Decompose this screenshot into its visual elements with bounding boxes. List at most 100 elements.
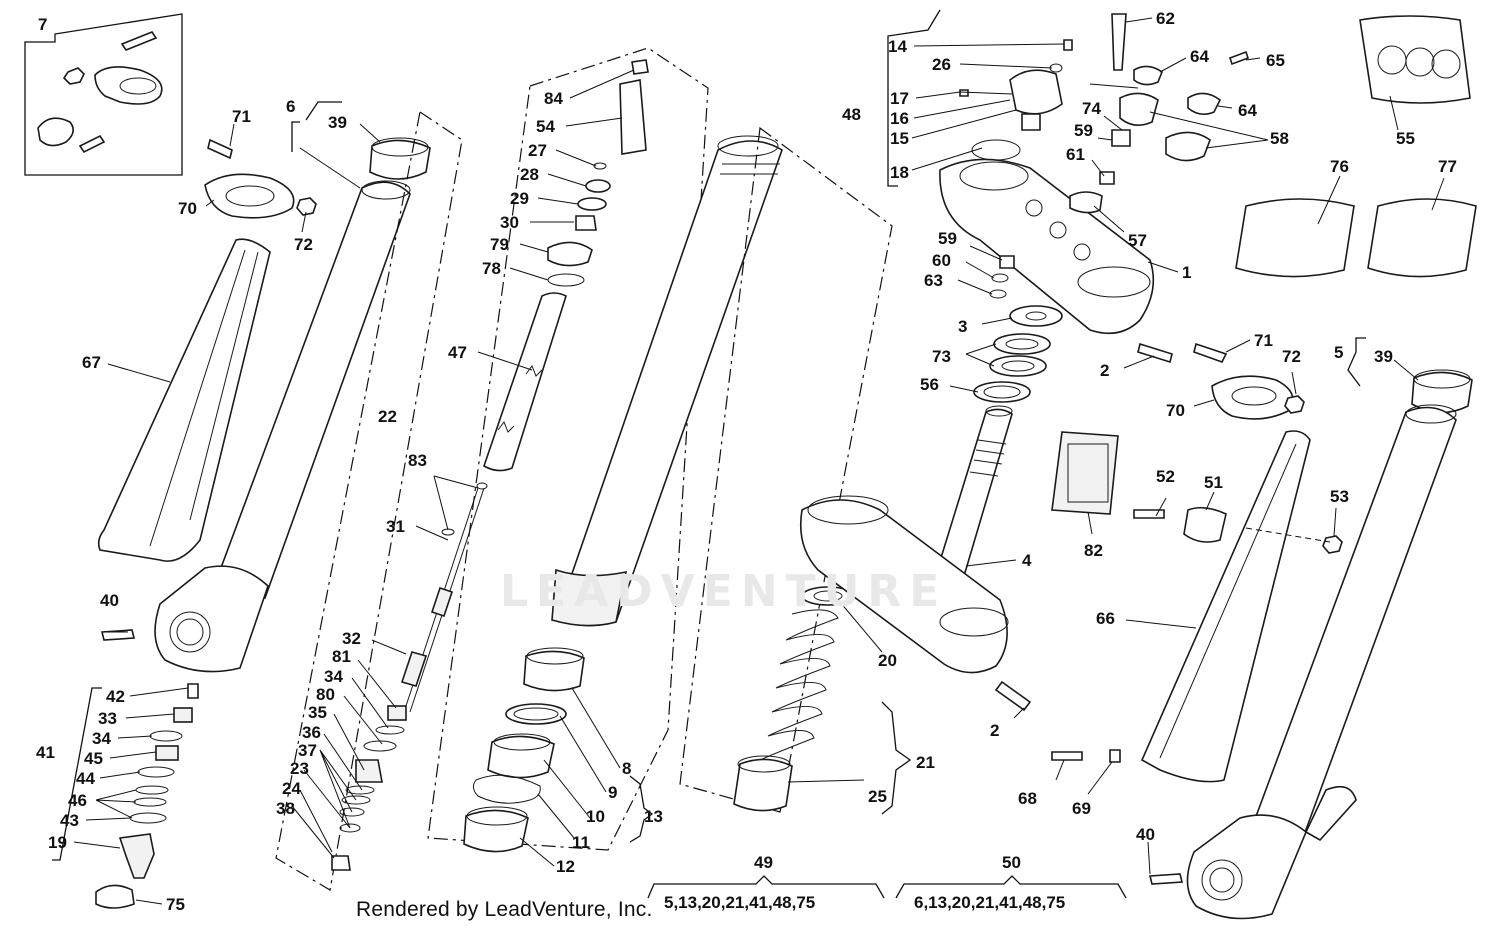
callout-14: 14 (888, 37, 907, 56)
callout-21: 21 (916, 753, 935, 772)
callout-39b: 39 (1374, 347, 1393, 366)
right-fork-parts (1051, 342, 1473, 920)
callout-59: 59 (1074, 121, 1093, 140)
callout-73: 73 (932, 347, 951, 366)
callout-19: 19 (48, 833, 67, 852)
callout-60: 60 (932, 251, 951, 270)
callout-69: 69 (1072, 799, 1091, 818)
callout-40b: 40 (1136, 825, 1155, 844)
callout-67: 67 (82, 353, 101, 372)
kit-bags (1051, 15, 1477, 515)
callout-20: 20 (878, 651, 897, 670)
callout-72: 72 (294, 235, 313, 254)
callout-80: 80 (316, 685, 335, 704)
callout-28: 28 (520, 165, 539, 184)
callout-46: 46 (68, 791, 87, 810)
callout-84: 84 (544, 89, 563, 108)
callout-47: 47 (448, 343, 467, 362)
callout-16: 16 (890, 109, 909, 128)
callout-65: 65 (1266, 51, 1285, 70)
callout-labels: 7 71 70 72 6 39 67 40 42 33 34 45 44 46 … (36, 9, 1457, 914)
callout-12: 12 (556, 857, 575, 876)
callout-27: 27 (528, 141, 547, 160)
callout-3: 3 (958, 317, 967, 336)
callout-36: 36 (302, 723, 321, 742)
callout-23: 23 (290, 759, 309, 778)
leadventure-watermark: LEADVENTURE (500, 566, 948, 617)
callout-53: 53 (1330, 487, 1349, 506)
callout-32: 32 (342, 629, 361, 648)
callout-4: 4 (1022, 551, 1032, 570)
callout-62: 62 (1156, 9, 1175, 28)
callout-58: 58 (1270, 129, 1289, 148)
callout-1: 1 (1182, 263, 1191, 282)
callout-6: 6 (286, 97, 295, 116)
callout-50: 50 (1002, 853, 1021, 872)
callout-22: 22 (378, 407, 397, 426)
callout-24: 24 (282, 779, 301, 798)
callout-63: 63 (924, 271, 943, 290)
callout-43: 43 (60, 811, 79, 830)
callout-79: 79 (490, 235, 509, 254)
callout-18: 18 (890, 163, 909, 182)
callout-2b: 2 (990, 721, 999, 740)
callout-64b: 64 (1238, 101, 1257, 120)
callout-57: 57 (1128, 231, 1147, 250)
footer-credit: Rendered by LeadVenture, Inc. (356, 898, 653, 921)
callout-33: 33 (98, 709, 117, 728)
callout-82: 82 (1084, 541, 1103, 560)
callout-70: 70 (178, 199, 197, 218)
upper-triple-clamp (887, 9, 1250, 403)
callout-2: 2 (1100, 361, 1109, 380)
callout-55: 55 (1396, 129, 1415, 148)
callout-56: 56 (920, 375, 939, 394)
callout-59b: 59 (938, 229, 957, 248)
callout-64: 64 (1190, 47, 1209, 66)
callout-26: 26 (932, 55, 951, 74)
callout-51: 51 (1204, 473, 1223, 492)
group-50-contents: 6,13,20,21,41,48,75 (914, 893, 1065, 912)
callout-49: 49 (754, 853, 773, 872)
callout-9: 9 (608, 783, 617, 802)
callout-71: 71 (232, 107, 251, 126)
callout-54: 54 (536, 117, 555, 136)
callout-74: 74 (1082, 99, 1101, 118)
callout-42: 42 (106, 687, 125, 706)
callout-81: 81 (332, 647, 351, 666)
callout-40: 40 (100, 591, 119, 610)
callout-52: 52 (1156, 467, 1175, 486)
inset-box-7 (24, 13, 183, 176)
callout-5: 5 (1334, 343, 1343, 362)
callout-66: 66 (1096, 609, 1115, 628)
callout-75: 75 (166, 895, 185, 914)
callout-76: 76 (1330, 157, 1349, 176)
callout-70b: 70 (1166, 401, 1185, 420)
callout-10: 10 (586, 807, 605, 826)
callout-39: 39 (328, 113, 347, 132)
callout-77: 77 (1438, 157, 1457, 176)
callout-61: 61 (1066, 145, 1085, 164)
callout-11: 11 (572, 833, 590, 852)
callout-38: 38 (276, 799, 295, 818)
callout-71b: 71 (1254, 331, 1273, 350)
callout-17: 17 (890, 89, 909, 108)
group-brackets (291, 101, 1366, 899)
callout-41: 41 (36, 743, 55, 762)
callout-25: 25 (868, 787, 887, 806)
callout-45: 45 (84, 749, 103, 768)
assembly-13 (427, 47, 783, 853)
callout-7: 7 (38, 15, 47, 34)
callout-34b: 34 (324, 667, 343, 686)
callout-78: 78 (482, 259, 501, 278)
assembly-21 (679, 126, 893, 813)
callout-31: 31 (386, 517, 405, 536)
group-49-contents: 5,13,20,21,41,48,75 (664, 893, 815, 912)
callout-37: 37 (298, 741, 317, 760)
callout-30: 30 (500, 213, 519, 232)
lower-triple-clamp (799, 405, 1032, 712)
callout-72b: 72 (1282, 347, 1301, 366)
callout-15: 15 (890, 129, 909, 148)
callout-83: 83 (408, 451, 427, 470)
left-fork-parts (52, 137, 431, 909)
